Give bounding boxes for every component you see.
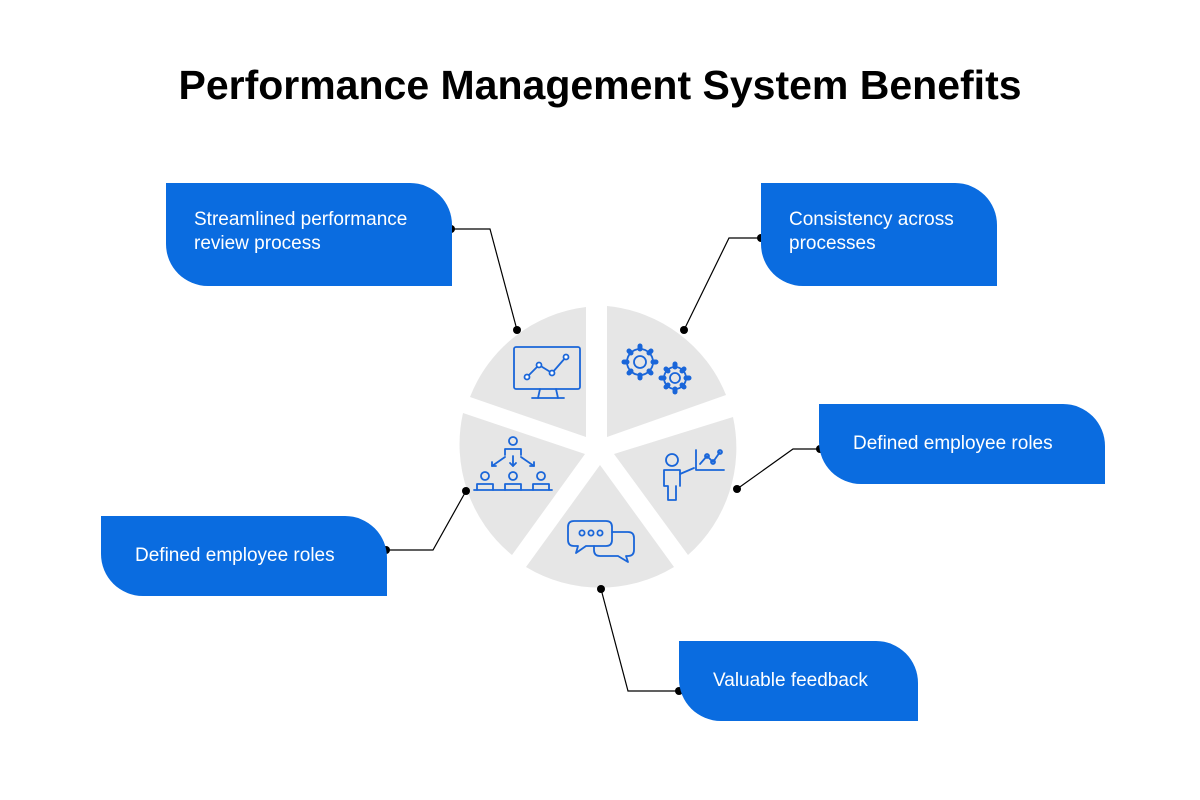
connector-line-1 [451, 228, 518, 331]
benefit-callout-defined-roles-left: Defined employee roles [101, 516, 387, 596]
benefit-label: Valuable feedback [713, 670, 868, 691]
connector-dot [462, 487, 470, 495]
page-title: Performance Management System Benefits [178, 62, 1022, 108]
benefit-label: Defined employee roles [853, 433, 1053, 454]
connector-line-4 [600, 588, 679, 692]
benefit-callout-defined-roles-right: Defined employee roles [819, 404, 1105, 484]
wheel-segment-top-left [470, 307, 586, 437]
benefit-callout-streamlined-review: Streamlined performance review process [166, 183, 452, 286]
connector-line-3 [736, 448, 820, 490]
wheel-segment-bottom [526, 465, 674, 588]
connector-dot [733, 485, 741, 493]
monitor-chart-icon [513, 346, 581, 399]
connector-dot [597, 585, 605, 593]
connector-dot [513, 326, 521, 334]
connector-line-5 [386, 490, 467, 551]
chat-bubbles-icon [567, 520, 635, 563]
benefit-callout-consistency: Consistency across processes [761, 183, 997, 286]
benefit-label: Defined employee roles [135, 545, 335, 566]
benefit-label: Consistency across processes [789, 208, 954, 254]
connector-dot [680, 326, 688, 334]
connector-line-2 [683, 237, 761, 331]
gears-icon [621, 343, 692, 395]
benefit-callout-valuable-feedback: Valuable feedback [679, 641, 918, 721]
org-hierarchy-icon [473, 436, 553, 491]
wheel-segment-left [459, 413, 585, 555]
presenter-chart-icon [663, 449, 725, 501]
benefit-label: Streamlined performance review process [194, 208, 408, 254]
